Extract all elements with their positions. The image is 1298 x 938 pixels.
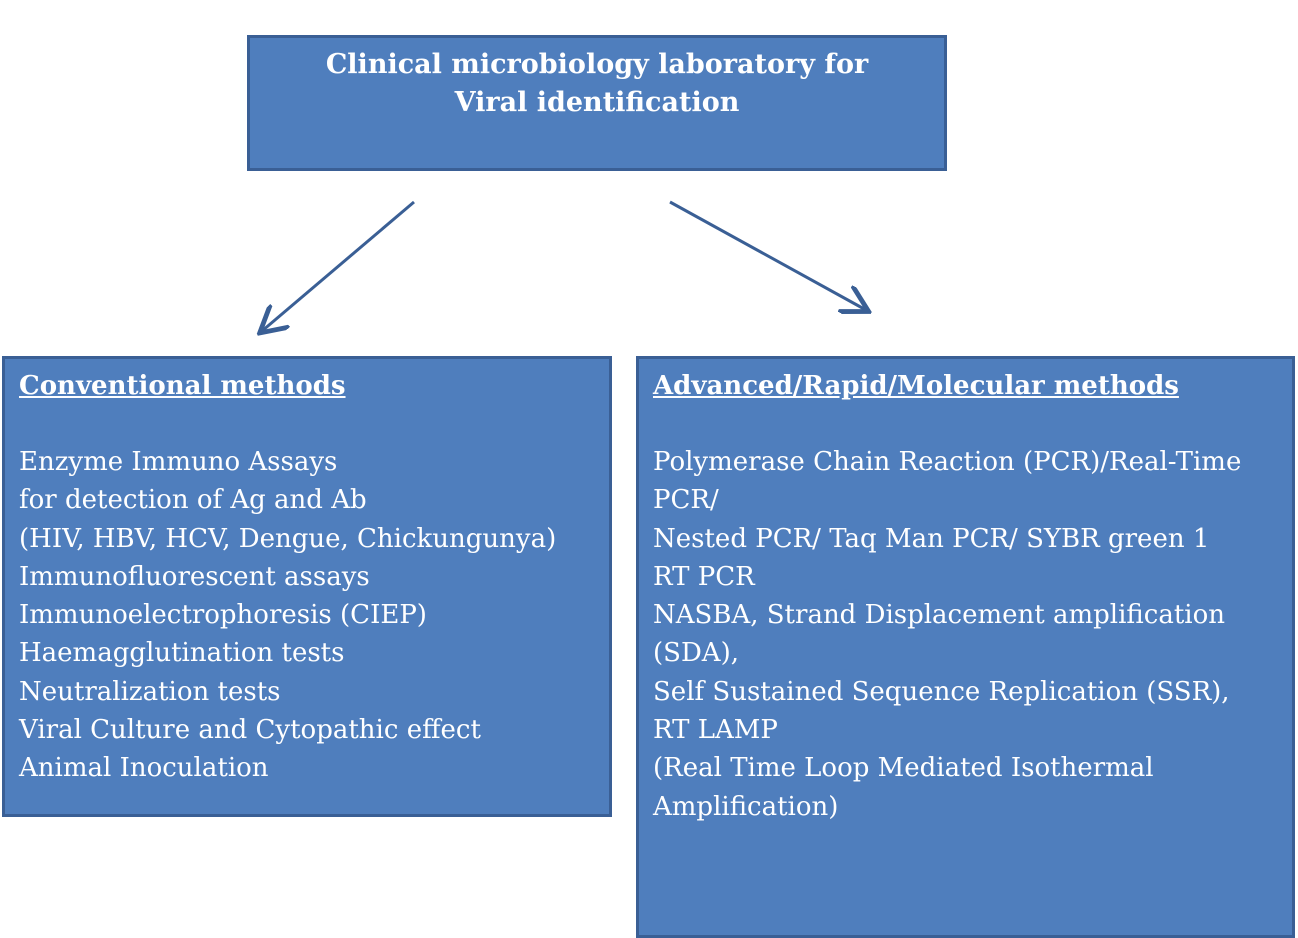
arrow-to-advanced	[669, 200, 866, 310]
list-item: Self Sustained Sequence Replication (SSR…	[653, 676, 1230, 707]
list-item: Amplification)	[653, 791, 839, 822]
advanced-methods-heading: Advanced/Rapid/Molecular methods	[653, 371, 1179, 401]
list-item: RT LAMP	[653, 715, 778, 746]
top-node-title-line-2: Viral identification	[454, 87, 740, 118]
list-item: Haemagglutination tests	[19, 638, 345, 669]
list-item: for detection of Ag and Ab	[19, 485, 367, 516]
list-item: (SDA),	[653, 638, 739, 669]
list-item: Polymerase Chain Reaction (PCR)/Real-Tim…	[653, 447, 1242, 477]
list-item: RT PCR	[653, 561, 755, 592]
top-node-box: Clinical microbiology laboratory for Vir…	[247, 35, 947, 171]
list-item: (HIV, HBV, HCV, Dengue, Chickungunya)	[19, 523, 557, 554]
conventional-methods-list: Enzyme Immuno Assays for detection of Ag…	[19, 443, 595, 788]
advanced-methods-box: Advanced/Rapid/Molecular methods Polymer…	[636, 356, 1295, 938]
list-item: Immunofluorescent assays	[19, 561, 370, 592]
list-item: NASBA, Strand Displacement amplification	[653, 600, 1225, 631]
list-item: Nested PCR/ Taq Man PCR/ SYBR green 1	[653, 523, 1210, 554]
advanced-methods-list: Polymerase Chain Reaction (PCR)/Real-Tim…	[653, 443, 1278, 826]
list-item: Enzyme Immuno Assays	[19, 447, 338, 477]
list-item: Immunoelectrophoresis (CIEP)	[19, 600, 427, 631]
list-item: PCR/	[653, 485, 719, 516]
arrow-to-conventional	[262, 200, 415, 331]
conventional-methods-box: Conventional methods Enzyme Immuno Assay…	[2, 356, 612, 817]
list-item: (Real Time Loop Mediated Isothermal	[653, 753, 1154, 784]
top-node-title-line-1: Clinical microbiology laboratory for	[325, 49, 869, 80]
list-item: Viral Culture and Cytopathic effect	[19, 715, 481, 746]
conventional-methods-heading: Conventional methods	[19, 371, 346, 401]
list-item: Animal Inoculation	[19, 753, 269, 784]
list-item: Neutralization tests	[19, 676, 281, 707]
